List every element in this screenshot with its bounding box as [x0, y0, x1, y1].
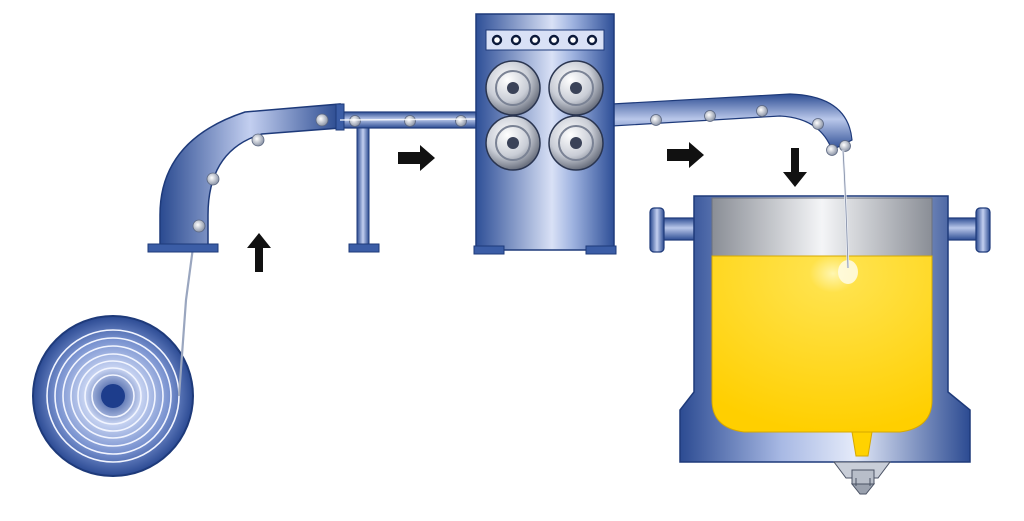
- roller-bottom-right: [548, 115, 604, 171]
- arrow-right-icon: [667, 142, 704, 168]
- arrow-right-icon: [398, 145, 435, 171]
- ladle-nozzle: [833, 431, 891, 495]
- wire-coil: [32, 315, 194, 477]
- indicator-lights: [491, 34, 598, 46]
- wire-strand: [177, 239, 196, 397]
- arrow-down-icon: [783, 148, 807, 187]
- wire-feeder: [473, 13, 617, 255]
- wire-guide-tube: [147, 93, 853, 253]
- arrow-up-icon: [247, 233, 271, 272]
- ladle-trunnion-right: [945, 207, 991, 253]
- control-panel: [485, 29, 605, 51]
- feed-rollers: [485, 60, 604, 171]
- roller-bottom-left: [485, 115, 541, 171]
- ladle-trunnion-left: [649, 207, 697, 253]
- ladle: [649, 195, 991, 495]
- roller-top-left: [485, 60, 541, 116]
- roller-top-right: [548, 60, 604, 116]
- molten-metal: [711, 255, 933, 433]
- flow-arrows: [247, 142, 807, 272]
